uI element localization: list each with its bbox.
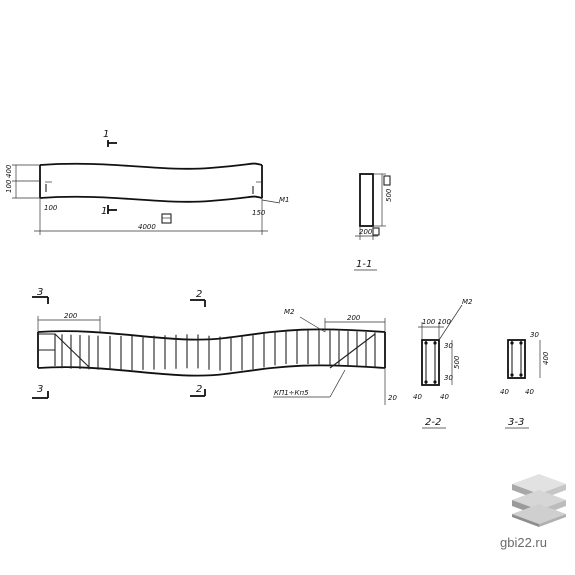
label-m2-sec: M2 — [462, 298, 473, 306]
dim-150-right: 150 — [252, 209, 266, 217]
section-3-bottom: 3 — [37, 384, 43, 395]
stirrup-group — [61, 330, 376, 371]
s22-30b: 30 — [444, 374, 453, 382]
label-kp: КП1÷Кп5 — [274, 389, 309, 397]
s22-30a: 30 — [444, 342, 453, 350]
dim-200-left: 200 — [64, 312, 78, 320]
label-m2-elev: M2 — [284, 308, 295, 316]
section-2-bottom: 2 — [196, 384, 202, 395]
section-3-3: 400 30 40 40 3-3 — [500, 331, 550, 429]
s22-b40a: 40 — [413, 393, 422, 401]
dim-4000: 4000 — [138, 223, 156, 231]
section-3-top: 3 — [37, 287, 43, 298]
s33-b40a: 40 — [500, 388, 509, 396]
dim-100-left: 100 — [44, 204, 58, 212]
s33-30: 30 — [530, 331, 539, 339]
s22-b40b: 40 — [440, 393, 449, 401]
section-2-top: 2 — [196, 289, 202, 300]
s11-w200: 200 — [359, 228, 373, 236]
section-2-2: 100 100 500 30 30 40 40 M2 2-2 — [413, 298, 473, 429]
section-1-1: 500 200 1-1 — [354, 173, 393, 271]
section-1-1-title: 1-1 — [356, 259, 372, 270]
label-m1: M1 — [279, 196, 290, 204]
s22-top: 100 100 — [422, 318, 451, 326]
section-1-bottom: 1 — [101, 206, 107, 217]
dim-100-h: 100 — [5, 179, 13, 193]
watermark-text: gbi22.ru — [500, 535, 547, 550]
cage-elevation: 200 200 M2 КП1÷Кп5 20 3 3 2 2 — [32, 287, 397, 405]
s11-h500: 500 — [385, 188, 393, 202]
gbi22-logo — [512, 474, 566, 527]
s33-h400: 400 — [542, 351, 550, 365]
beam-elevation: 100 400 4000 100 150 1 1 M1 — [5, 129, 290, 235]
dim-400-h: 400 — [5, 164, 13, 178]
s22-h500: 500 — [453, 355, 461, 369]
section-2-2-title: 2-2 — [425, 417, 441, 428]
section-1-top: 1 — [103, 129, 109, 140]
section-3-3-title: 3-3 — [508, 417, 524, 428]
dim-200-right: 200 — [347, 314, 361, 322]
dim-20: 20 — [388, 394, 397, 402]
s33-b40b: 40 — [525, 388, 534, 396]
